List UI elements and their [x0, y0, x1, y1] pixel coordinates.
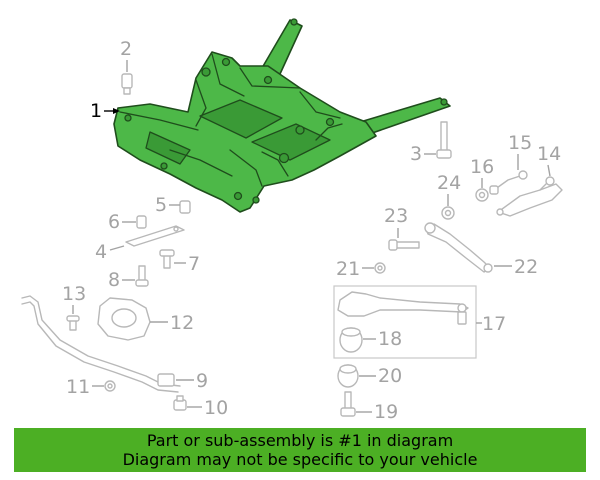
part-22[interactable] — [424, 222, 493, 273]
callout-11[interactable]: 11 — [66, 376, 90, 398]
callout-21[interactable]: 21 — [336, 258, 360, 280]
callout-8[interactable]: 8 — [108, 269, 120, 291]
callout-3[interactable]: 3 — [410, 143, 422, 165]
part-19[interactable] — [340, 391, 356, 417]
callout-19[interactable]: 19 — [374, 401, 398, 423]
part-21[interactable] — [374, 262, 386, 274]
callout-17[interactable]: 17 — [482, 313, 506, 335]
callout-2[interactable]: 2 — [120, 38, 132, 60]
callout-13[interactable]: 13 — [62, 283, 86, 305]
callout-18[interactable]: 18 — [378, 328, 402, 350]
part-12[interactable] — [97, 297, 151, 341]
part-8[interactable] — [135, 265, 149, 287]
banner-line-1: Part or sub-assembly is #1 in diagram — [146, 431, 454, 450]
part-10[interactable] — [173, 395, 187, 411]
part-15[interactable] — [489, 170, 528, 195]
callout-7[interactable]: 7 — [188, 253, 200, 275]
callout-15[interactable]: 15 — [508, 132, 532, 154]
part-14[interactable] — [496, 176, 563, 217]
part-23[interactable] — [388, 239, 420, 251]
part-6[interactable] — [136, 215, 147, 229]
callout-10[interactable]: 10 — [204, 397, 228, 419]
callout-1[interactable]: 1 — [90, 100, 102, 122]
callout-9[interactable]: 9 — [196, 370, 208, 392]
subframe-part-1[interactable] — [113, 18, 451, 213]
info-banner: Part or sub-assembly is #1 in diagram Di… — [14, 428, 586, 472]
callout-4[interactable]: 4 — [95, 241, 107, 263]
part-17-group[interactable] — [333, 285, 477, 359]
callout-22[interactable]: 22 — [514, 256, 538, 278]
banner-line-2: Diagram may not be specific to your vehi… — [122, 450, 478, 469]
part-5[interactable] — [179, 200, 191, 214]
part-3[interactable] — [436, 121, 452, 159]
part-7[interactable] — [159, 249, 175, 269]
part-16[interactable] — [475, 188, 489, 202]
callout-6[interactable]: 6 — [108, 211, 120, 233]
leader-4 — [109, 245, 125, 251]
leader-1-arrow — [113, 108, 120, 114]
part-13[interactable] — [66, 315, 80, 331]
callout-14[interactable]: 14 — [537, 143, 561, 165]
callout-20[interactable]: 20 — [378, 365, 402, 387]
part-4[interactable] — [125, 225, 185, 247]
callout-12[interactable]: 12 — [170, 312, 194, 334]
part-11[interactable] — [104, 380, 116, 392]
callout-16[interactable]: 16 — [470, 156, 494, 178]
part-9[interactable] — [21, 295, 181, 393]
callout-5[interactable]: 5 — [155, 194, 167, 216]
part-2[interactable] — [121, 73, 133, 95]
leader-14 — [547, 164, 551, 177]
part-20[interactable] — [337, 364, 359, 388]
part-24[interactable] — [441, 206, 455, 220]
part-18[interactable] — [339, 327, 363, 353]
callout-23[interactable]: 23 — [384, 205, 408, 227]
callout-24[interactable]: 24 — [437, 172, 461, 194]
